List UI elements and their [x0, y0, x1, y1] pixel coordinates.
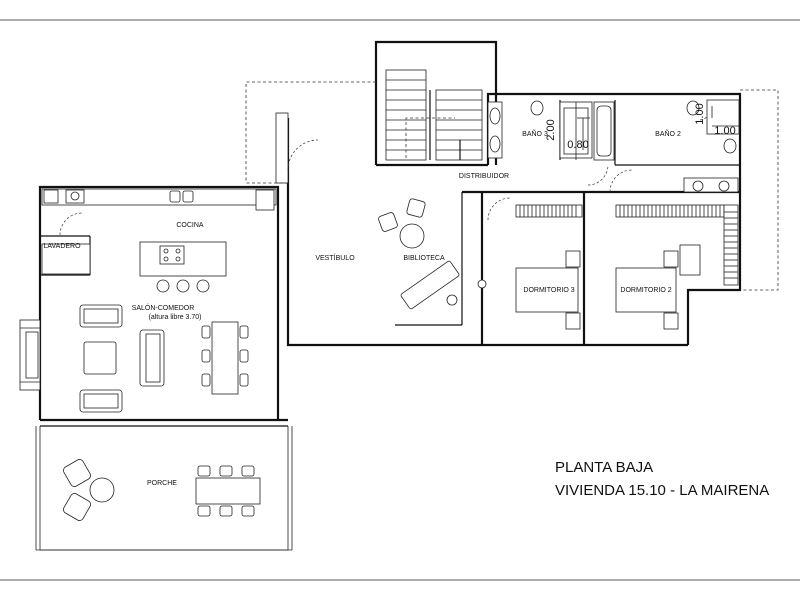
- beds: [477, 244, 701, 330]
- dim-bano3-height: 2.00: [545, 119, 557, 140]
- label-salon: SALÓN-COMEDOR: [132, 303, 195, 312]
- label-dormitorio2: DORMITORIO 2: [620, 287, 671, 294]
- label-lavadero: LAVADERO: [43, 243, 81, 250]
- label-porche: PORCHE: [147, 480, 177, 487]
- staircase: [385, 69, 483, 161]
- title-line-1: PLANTA BAJA: [555, 459, 653, 476]
- label-vestibulo: VESTÍBULO: [315, 253, 355, 262]
- label-bano2: BAÑO 2: [655, 129, 681, 138]
- label-bano3: BAÑO 3: [522, 129, 548, 138]
- salon-furniture: [19, 304, 249, 413]
- title-line-2: VIVIENDA 15.10 - LA MAIRENA: [555, 482, 769, 499]
- label-dormitorio3: DORMITORIO 3: [523, 287, 574, 294]
- label-salon-note: (altura libre 3.70): [149, 314, 202, 321]
- label-cocina: COCINA: [176, 222, 204, 229]
- bano3-fixtures: [487, 100, 593, 160]
- drawing-title: PLANTA BAJA VIVIENDA 15.10 - LA MAIRENA: [555, 459, 769, 499]
- eave-dashed-lines: [245, 81, 779, 291]
- dim-bano2-width: 1.00: [714, 125, 735, 137]
- wardrobes: [515, 204, 739, 286]
- label-biblioteca: BIBLIOTECA: [403, 255, 445, 262]
- porche-outline: [35, 426, 293, 551]
- room-labels: COCINA LAVADERO SALÓN-COMEDOR (altura li…: [43, 129, 680, 487]
- sheet-frame: [0, 19, 800, 581]
- label-distribuidor: DISTRIBUIDOR: [459, 173, 509, 180]
- exterior-walls: [38, 40, 742, 427]
- dim-bano2-height: 1.00: [694, 103, 706, 124]
- dim-bano3-width: 0.80: [567, 139, 588, 151]
- bano2-fixtures: [593, 99, 740, 193]
- biblioteca-furniture: [378, 198, 460, 310]
- dimension-labels: 2.00 0.80 1.00 1.00: [545, 103, 736, 151]
- kitchen-fixtures: [41, 188, 277, 293]
- dimension-marks: [577, 106, 740, 150]
- porche-furniture: [63, 459, 261, 521]
